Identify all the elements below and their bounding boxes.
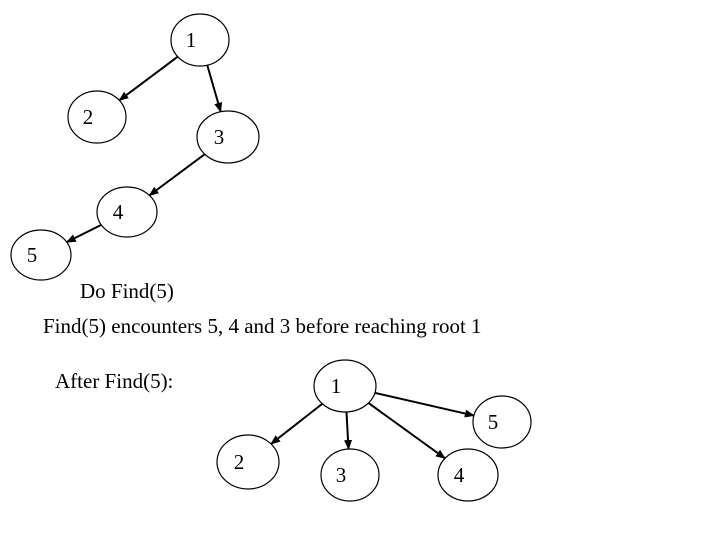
before-node-circle xyxy=(196,110,260,164)
before-edge-4-to-5 xyxy=(65,223,102,244)
nodes-layer: 1 2 3 4 5 1 2 3 4 5 xyxy=(10,13,532,502)
after-node-label: 2 xyxy=(234,450,245,474)
after-node-circle xyxy=(437,448,499,502)
after-node-4: 4 xyxy=(437,448,499,502)
before-edge-3-to-4 xyxy=(148,153,206,197)
after-edge-1-to-4 xyxy=(367,402,446,460)
before-node-label: 1 xyxy=(186,28,197,52)
before-node-circle xyxy=(170,13,230,67)
edges-layer xyxy=(65,55,475,460)
after-find-caption: After Find(5): xyxy=(55,369,174,393)
after-node-circle xyxy=(216,434,280,490)
before-node-label: 5 xyxy=(27,243,38,267)
after-node-label: 1 xyxy=(331,374,342,398)
after-node-circle xyxy=(472,395,532,449)
encounter-caption: Find(5) encounters 5, 4 and 3 before rea… xyxy=(43,314,482,338)
after-node-label: 4 xyxy=(454,463,465,487)
after-node-5: 5 xyxy=(472,395,532,449)
before-edge-1-to-2 xyxy=(118,55,179,102)
before-node-circle xyxy=(10,229,72,281)
after-edge-1-to-3 xyxy=(344,411,353,451)
after-node-circle xyxy=(320,448,380,502)
after-edge-1-to-5 xyxy=(374,391,475,418)
after-node-label: 3 xyxy=(336,463,347,487)
after-node-circle xyxy=(313,359,377,413)
before-node-circle xyxy=(67,90,127,144)
before-node-5: 5 xyxy=(10,229,72,281)
before-node-1: 1 xyxy=(170,13,230,67)
before-node-label: 2 xyxy=(83,105,94,129)
after-node-3: 3 xyxy=(320,448,380,502)
before-node-label: 4 xyxy=(113,200,124,224)
before-edge-1-to-3 xyxy=(206,64,223,113)
do-find-caption: Do Find(5) xyxy=(80,279,174,303)
after-node-1: 1 xyxy=(313,359,377,413)
before-node-4: 4 xyxy=(96,186,158,238)
after-node-2: 2 xyxy=(216,434,280,490)
after-edge-1-to-2 xyxy=(270,402,323,445)
before-node-circle xyxy=(96,186,158,238)
before-node-2: 2 xyxy=(67,90,127,144)
before-node-3: 3 xyxy=(196,110,260,164)
after-node-label: 5 xyxy=(488,410,499,434)
before-node-label: 3 xyxy=(214,125,225,149)
